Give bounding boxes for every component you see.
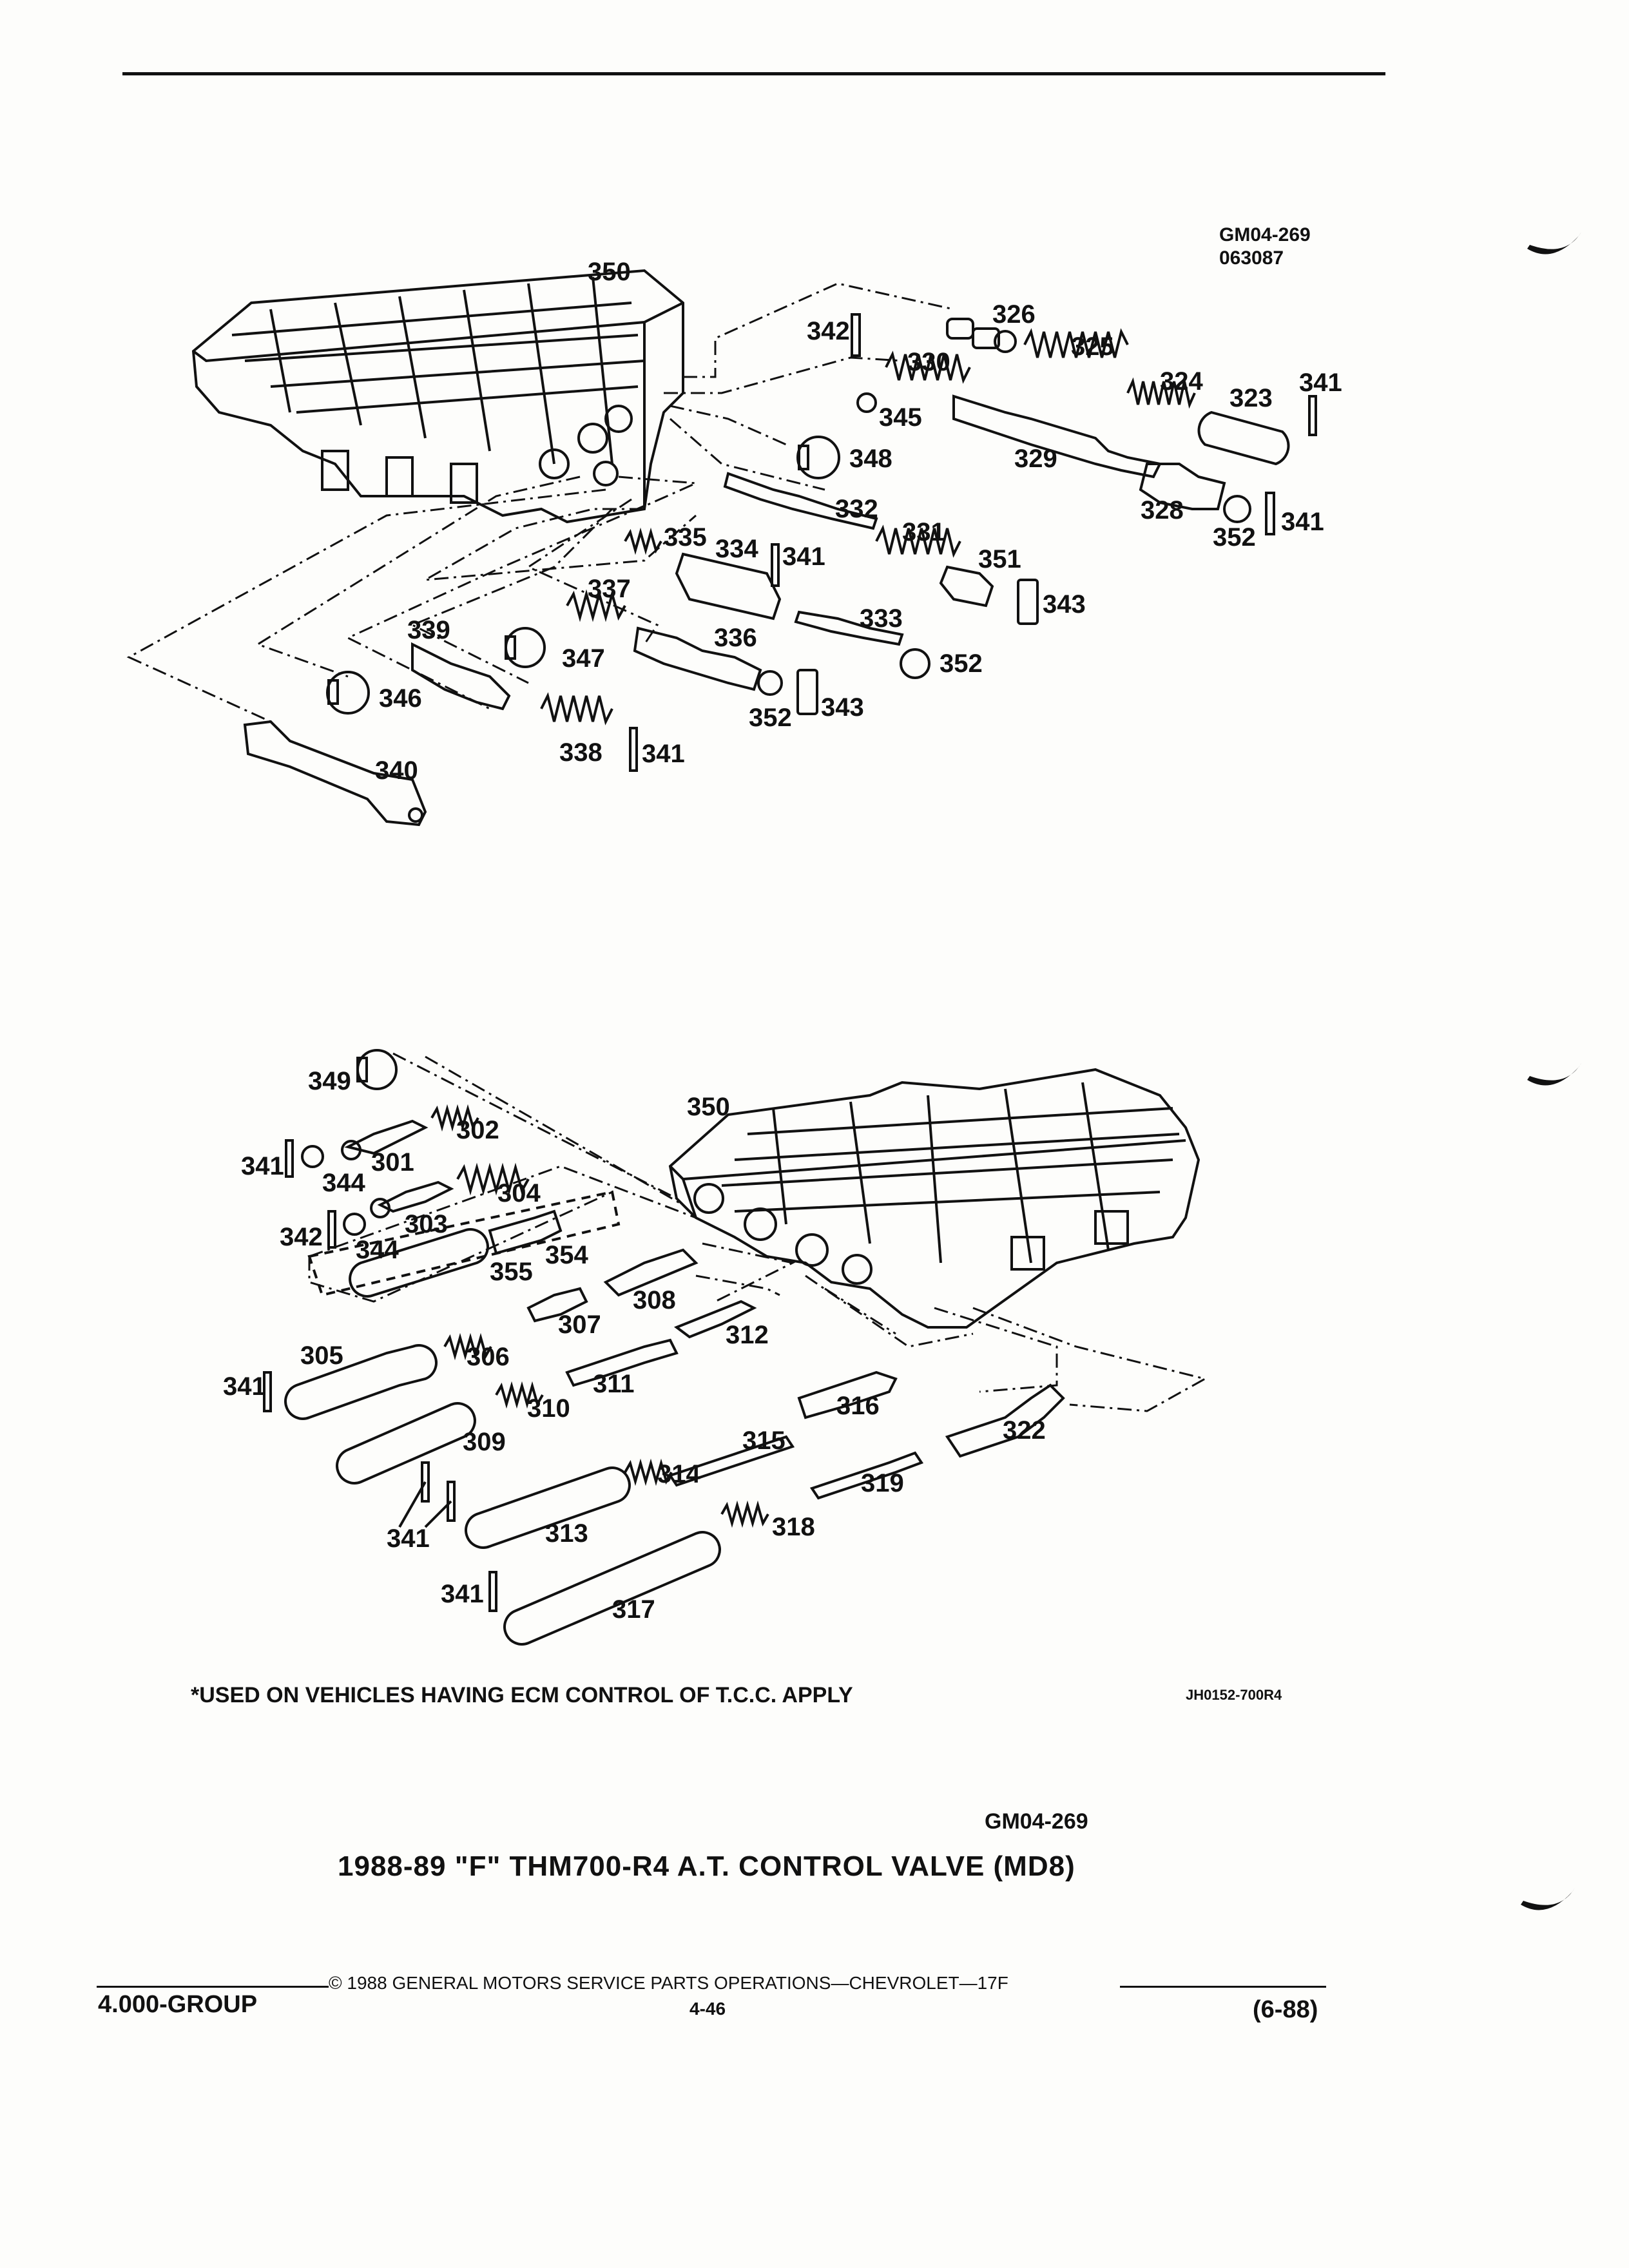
callout-323: 323: [1229, 384, 1273, 412]
callout-319: 319: [861, 1469, 904, 1497]
callout-304: 304: [497, 1179, 541, 1207]
header-subcode: 063087: [1219, 247, 1284, 269]
callout-349: 349: [308, 1067, 351, 1095]
callout-341-lower-3: 341: [387, 1524, 430, 1553]
callout-338: 338: [559, 738, 602, 767]
callout-336: 336: [714, 624, 757, 652]
callout-317: 317: [612, 1595, 655, 1624]
lower-leader-lines: [308, 1052, 1208, 1412]
callout-346: 346: [379, 684, 422, 713]
callout-342-upper: 342: [807, 317, 850, 345]
callout-344-lower-2: 344: [356, 1236, 399, 1264]
callout-322: 322: [1003, 1416, 1046, 1445]
callout-335: 335: [664, 523, 707, 552]
header-code: GM04-269: [1219, 224, 1311, 245]
callout-311: 311: [593, 1370, 635, 1398]
callout-331: 331: [902, 518, 945, 546]
callout-313: 313: [545, 1519, 588, 1548]
footer-page-number: 4-46: [689, 1999, 726, 2019]
callout-350-lower: 350: [687, 1093, 730, 1121]
callout-340: 340: [375, 756, 418, 785]
footer-group: 4.000-GROUP: [98, 1991, 258, 2018]
callout-326: 326: [992, 300, 1036, 329]
callout-341-upper-right: 341: [1299, 369, 1342, 397]
callout-312: 312: [726, 1321, 769, 1349]
upper-parts: [243, 313, 1317, 827]
figure-ref: JH0152-700R4: [1186, 1687, 1282, 1703]
upper-valve-body: [191, 269, 684, 524]
callout-341-upper-low: 341: [642, 740, 685, 768]
callout-341-lower-4: 341: [441, 1580, 484, 1608]
binding-mark-2: [1527, 1063, 1581, 1086]
callout-351: 351: [978, 545, 1021, 573]
callout-341-lower-2: 341: [223, 1372, 266, 1401]
callout-347: 347: [562, 644, 605, 673]
callout-333: 333: [860, 604, 903, 633]
binding-mark-1: [1527, 232, 1581, 255]
callout-352-upper-right: 352: [1213, 523, 1256, 552]
callout-343-upper-right: 343: [1043, 590, 1086, 619]
callout-316: 316: [836, 1392, 880, 1420]
footer-copyright: © 1988 GENERAL MOTORS SERVICE PARTS OPER…: [329, 1973, 1008, 1993]
footer-rule-right: [1120, 1986, 1326, 1988]
callout-339: 339: [407, 616, 450, 644]
callout-325: 325: [1071, 332, 1114, 361]
callout-318: 318: [772, 1513, 815, 1541]
callout-315: 315: [742, 1427, 786, 1455]
callout-328: 328: [1141, 496, 1184, 524]
callout-344-lower-1: 344: [322, 1169, 365, 1197]
ecm-note: *USED ON VEHICLES HAVING ECM CONTROL OF …: [191, 1683, 853, 1707]
callout-342-lower: 342: [280, 1223, 323, 1251]
lower-valve-body: [668, 1068, 1200, 1329]
callout-350-upper: 350: [588, 258, 631, 286]
callout-306: 306: [467, 1343, 510, 1371]
callout-308: 308: [633, 1286, 676, 1314]
callout-305: 305: [300, 1341, 343, 1370]
callout-330: 330: [907, 348, 950, 376]
callout-329: 329: [1014, 445, 1057, 473]
callout-332: 332: [835, 495, 878, 523]
callout-303: 303: [405, 1210, 448, 1238]
callout-348: 348: [849, 445, 892, 473]
footer-date: (6-88): [1253, 1996, 1318, 2023]
top-rule: [122, 72, 1385, 75]
callout-309: 309: [463, 1428, 506, 1456]
callout-345: 345: [879, 403, 922, 432]
lower-parts: [263, 1049, 1065, 1646]
callout-343-upper-low: 343: [821, 693, 864, 722]
callout-341-lower-1: 341: [241, 1152, 284, 1180]
callout-352-upper-low: 352: [749, 704, 792, 732]
callout-334: 334: [715, 535, 758, 563]
figure-title: 1988-89 "F" THM700-R4 A.T. CONTROL VALVE…: [338, 1850, 1075, 1882]
footer-rule-left: [97, 1986, 329, 1988]
callout-341-upper-right-2: 341: [1281, 508, 1324, 536]
callout-324: 324: [1160, 367, 1203, 396]
callout-310: 310: [527, 1394, 570, 1423]
callout-307: 307: [558, 1311, 601, 1339]
binding-mark-3: [1521, 1888, 1575, 1910]
figure-code: GM04-269: [985, 1809, 1088, 1834]
callout-355: 355: [490, 1258, 533, 1286]
upper-leader-lines: [126, 282, 954, 723]
callout-302: 302: [456, 1116, 499, 1144]
callout-337: 337: [588, 575, 631, 603]
callout-352-upper-mid: 352: [940, 649, 983, 678]
callout-354: 354: [545, 1241, 588, 1269]
callout-301: 301: [371, 1148, 414, 1177]
callout-341-upper-mid: 341: [782, 543, 825, 571]
callout-314: 314: [657, 1460, 700, 1488]
